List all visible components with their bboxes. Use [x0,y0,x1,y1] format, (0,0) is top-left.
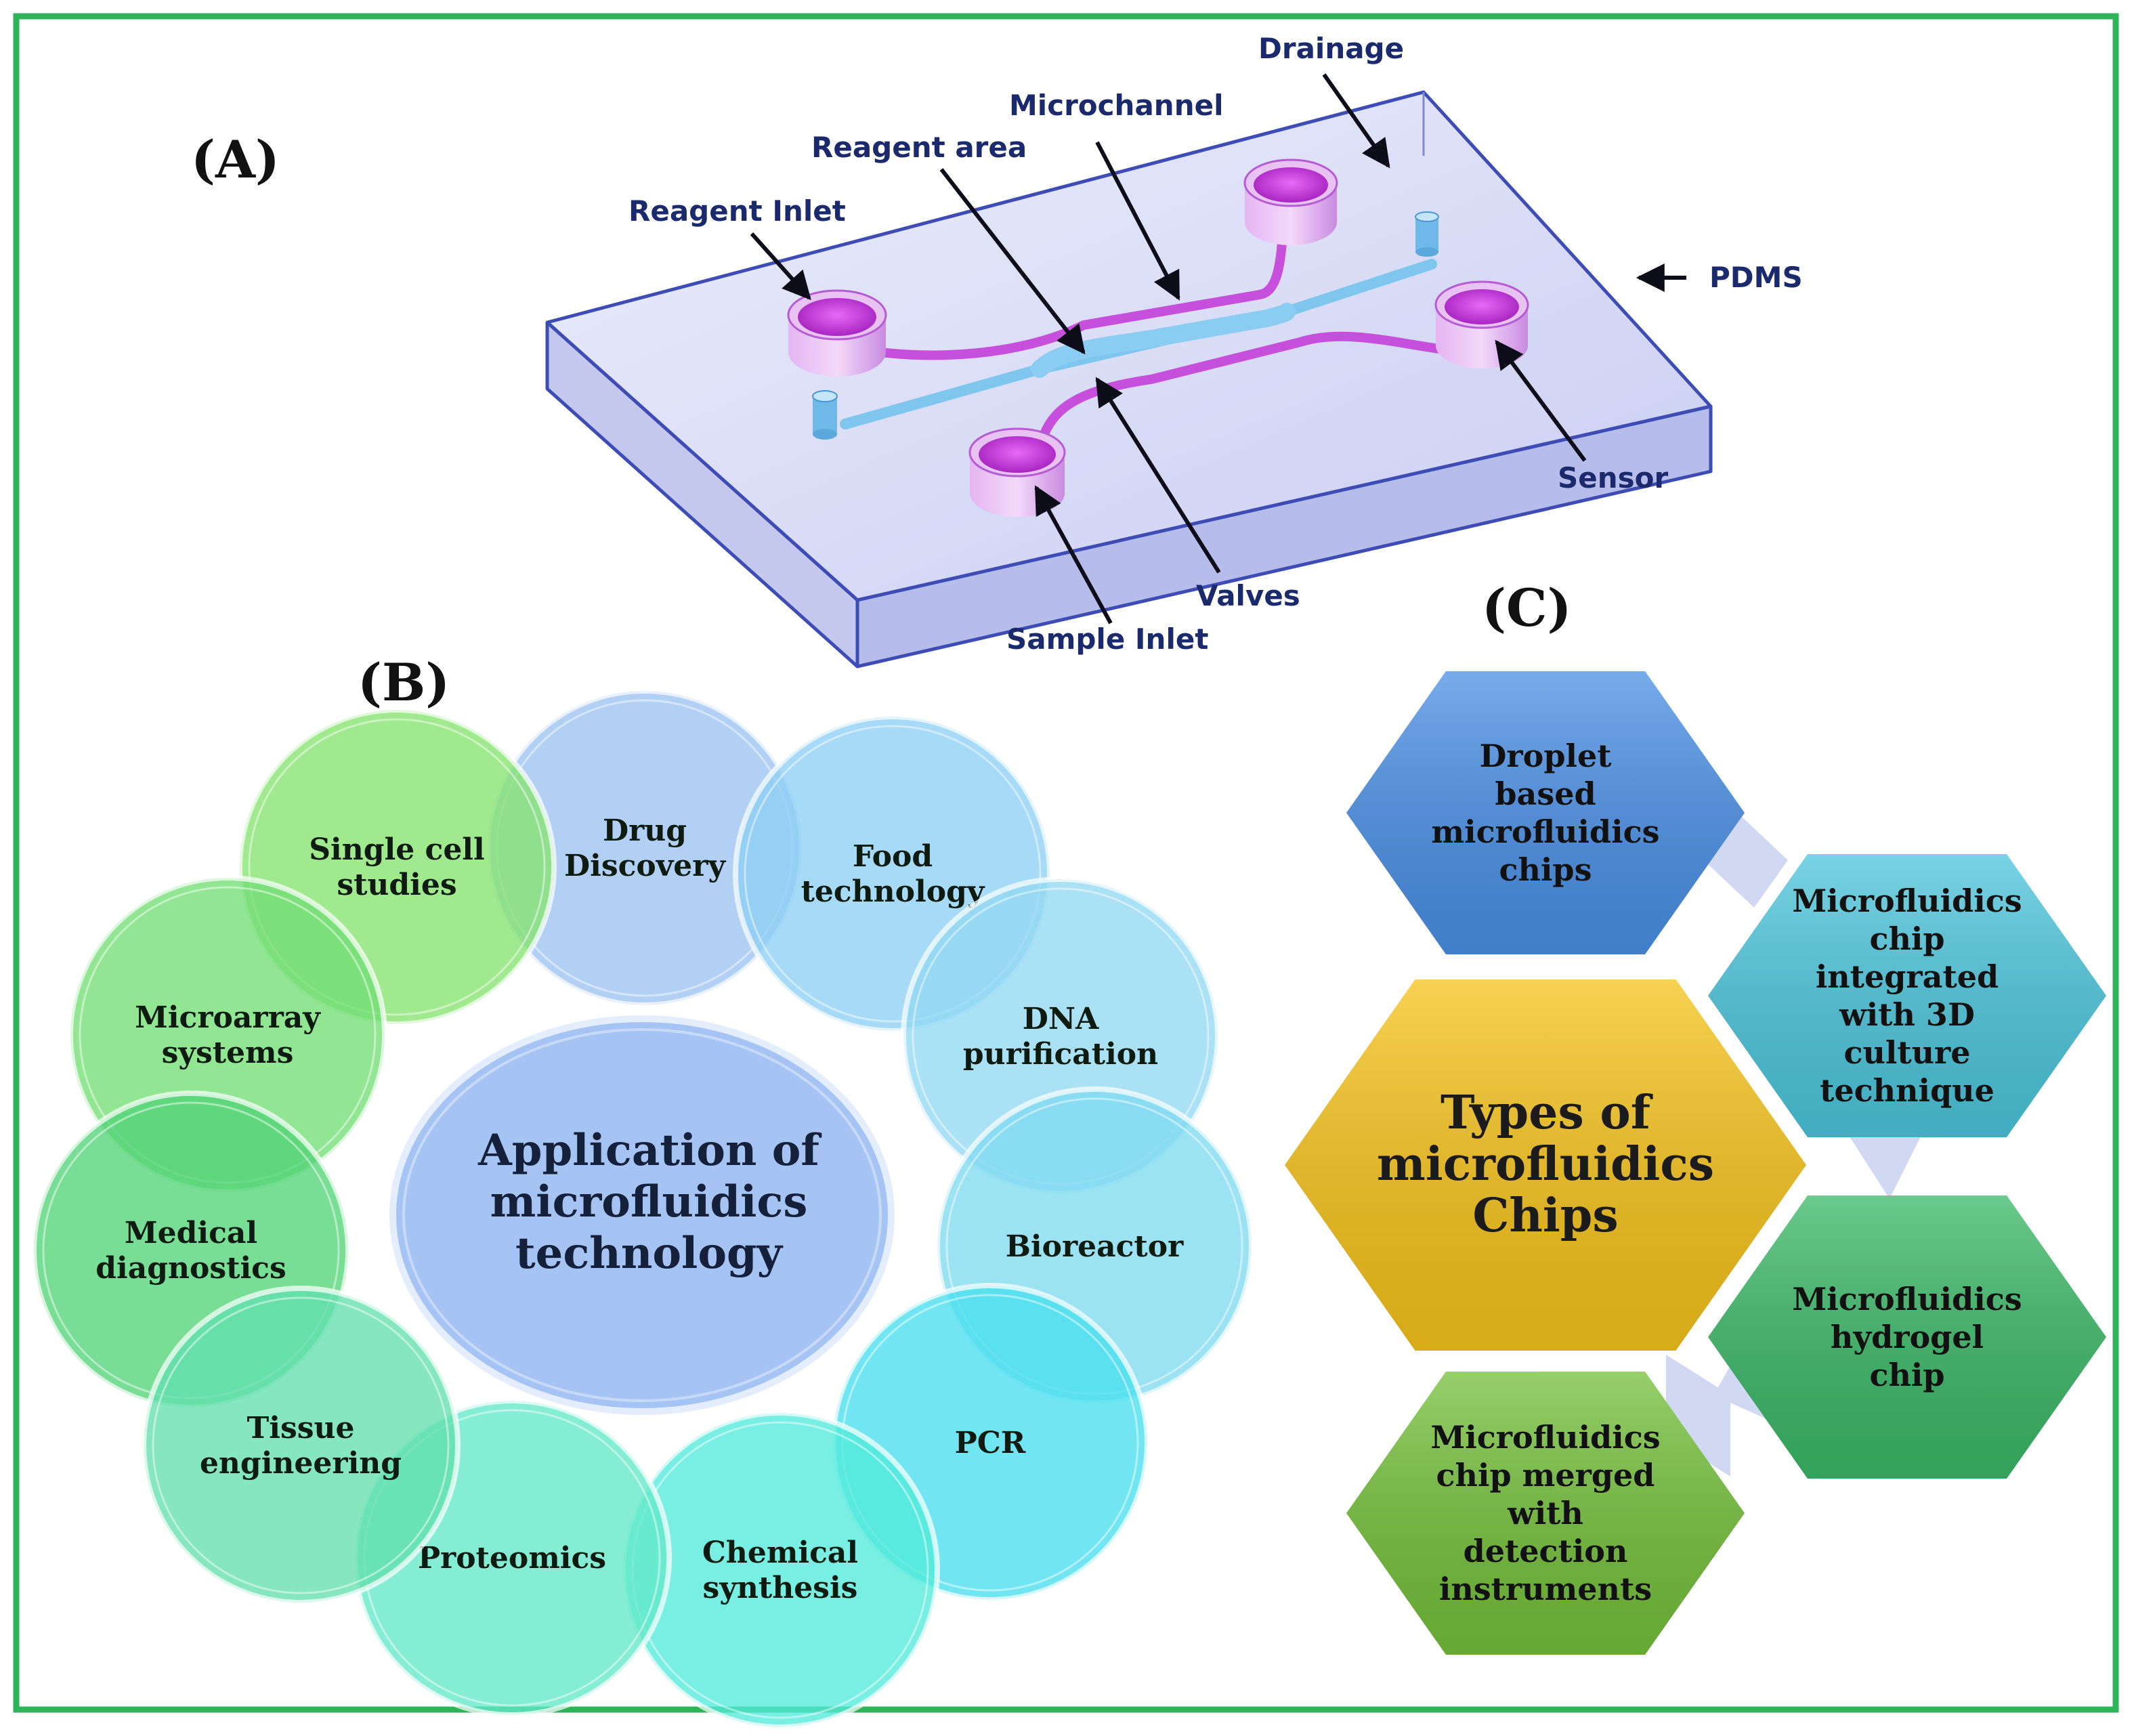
bubble-label-line: Discovery [564,849,727,883]
bubble-label-line: DNA [1023,1002,1099,1036]
arrow-sensor [1495,339,1587,462]
bubble-label-line: Food [853,839,933,874]
bubble-label-line: Tissue [247,1411,355,1445]
arrow-valves [1095,377,1221,574]
bubble-label-line: technology [801,874,985,909]
arrow-drainage [1322,73,1390,169]
bubble-label-line: Microarray [135,1000,321,1035]
hex-label-line: hydrogel [1831,1319,1984,1355]
sensor-reservoir [1434,280,1529,368]
bubble-label-line: purification [963,1037,1158,1072]
arrow-reagent-inlet [750,232,811,301]
hex-label-line: Microfluidics [1792,1281,2022,1317]
hex-shade [1708,854,2106,1137]
panel-a: (A) [191,32,1803,669]
label-sample-inlet: Sample Inlet [1006,622,1208,656]
center-hex-line: microfluidics [1377,1137,1714,1191]
callout-arrows [750,73,1686,624]
hex-label-line: Microfluidics [1792,883,2022,919]
bubble-label-line: Single cell [309,832,485,867]
bubble-label-line: studies [337,868,456,902]
center-circle-group: Application of microfluidics technology [389,1015,895,1415]
arrow-reagent-area [939,168,1086,355]
hex-label-line: chip merged [1436,1457,1655,1494]
center-hex-line: Types of [1441,1086,1653,1140]
label-drainage: Drainage [1258,32,1404,65]
hex-label-line: Droplet [1480,738,1613,774]
center-line-1: Application of [477,1125,821,1176]
panel-c: (C) DropletbasedmicrofluidicschipsMicrof… [1285,578,2106,1655]
bubble-label-line: synthesis [703,1571,858,1605]
hex-label-line: chip [1869,1357,1944,1393]
chip-right-face [855,404,1713,669]
drainage-reservoir [1243,158,1338,245]
purple-channel-sensor [1031,331,1485,472]
bubble-label-line: PCR [955,1426,1026,1460]
hex-label-line: chip [1869,920,1944,957]
reagent-area [1031,303,1296,378]
chip-type-hexes: DropletbasedmicrofluidicschipsMicrofluid… [1285,671,2106,1655]
center-line-2: microfluidics [490,1177,808,1227]
sample-inlet-reservoir [968,427,1066,517]
bubble-label-line: Proteomics [418,1541,606,1575]
label-microchannel: Microchannel [1009,89,1223,122]
label-pdms: PDMS [1709,261,1803,294]
panel-c-label: (C) [1482,578,1571,638]
center-hex-line: Chips [1472,1189,1618,1243]
reagent-inlet-reservoir [787,289,887,377]
panel-b-label: (B) [358,652,450,713]
arrow-sample-inlet [1034,485,1113,624]
bubble-circle [141,1286,461,1605]
center-hex-shade [1285,979,1806,1351]
bubble-label-line: Chemical [702,1536,858,1570]
label-reagent-area: Reagent area [811,131,1027,164]
hex-shade [1708,1195,2106,1479]
hex-label-line: chips [1499,851,1592,888]
bubble-label-line: systems [162,1036,294,1070]
hex-label-line: Microfluidics [1430,1419,1660,1456]
center-line-3: technology [515,1228,784,1279]
bubble-ring [248,718,546,1016]
bubble-label-line: Medical [125,1216,257,1250]
hex-label-line: technique [1820,1072,1994,1109]
hex-label-line: instruments [1439,1571,1652,1607]
bubble-label-line: Drug [603,813,687,848]
valve-left [812,390,838,440]
label-reagent-inlet: Reagent Inlet [628,194,846,228]
arrow-microchannel [1095,141,1180,301]
bubble-label-line: Bioreactor [1006,1229,1184,1264]
bubble-ring [152,1296,450,1594]
hex-shade [1346,671,1745,954]
center-circle [389,1015,895,1415]
hex-shade [1346,1372,1745,1655]
hex-label-line: with [1507,1495,1583,1531]
label-sensor: Sensor [1558,461,1668,494]
valve-right [1415,211,1439,257]
bubble-label-line: diagnostics [95,1251,286,1286]
bubble-ring [744,725,1042,1023]
hex-label-line: microfluidics [1432,813,1660,850]
hex-label-line: integrated [1816,958,1999,995]
hex-label-line: based [1495,776,1596,812]
panel-a-label: (A) [191,129,280,190]
hex-label-line: with 3D [1839,996,1975,1033]
bubble-label-line: engineering [200,1446,402,1481]
label-valves: Valves [1196,579,1300,612]
center-circle-inner-ring [402,1028,882,1402]
hex-label-line: detection [1464,1533,1628,1569]
hex-label-line: culture [1843,1034,1970,1071]
